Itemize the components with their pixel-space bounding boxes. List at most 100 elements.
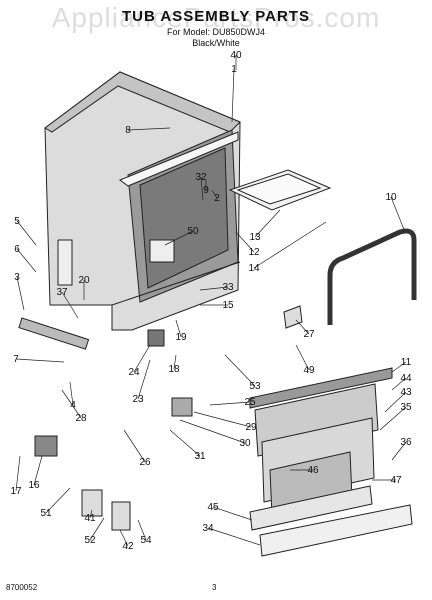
callout-28: 28 bbox=[75, 413, 87, 424]
callout-47: 47 bbox=[390, 475, 402, 486]
callout-23: 23 bbox=[132, 394, 144, 405]
leader-line-23 bbox=[137, 359, 151, 400]
bracket-41 bbox=[81, 489, 103, 517]
callout-46: 46 bbox=[307, 465, 319, 476]
callout-layer: 4018329256337205074281312141033152749191… bbox=[10, 50, 412, 552]
leader-line-33 bbox=[199, 286, 229, 291]
leader-line-42 bbox=[119, 529, 129, 547]
leader-line-14 bbox=[253, 221, 327, 269]
leader-line-3 bbox=[16, 276, 25, 311]
callout-25: 25 bbox=[244, 397, 256, 408]
callout-54: 54 bbox=[140, 535, 152, 546]
callout-10: 10 bbox=[385, 192, 397, 203]
top-plate bbox=[228, 169, 332, 211]
rail-3 bbox=[18, 317, 90, 350]
watermark: AppliancePartsPros.com bbox=[51, 2, 381, 33]
model-subtitle: For Model: DU850DWJ4 bbox=[166, 27, 266, 37]
leader-line-17 bbox=[15, 455, 21, 492]
callout-16: 16 bbox=[28, 480, 40, 491]
leader-line-25 bbox=[209, 401, 251, 406]
callout-36: 36 bbox=[400, 437, 412, 448]
callout-35: 35 bbox=[400, 402, 412, 413]
color-subtitle: Black/White bbox=[192, 38, 240, 48]
callout-7: 7 bbox=[13, 354, 19, 365]
leader-line-50 bbox=[164, 230, 194, 246]
leader-line-41 bbox=[89, 509, 93, 519]
callout-44: 44 bbox=[400, 373, 412, 384]
door-panels bbox=[249, 367, 413, 557]
leader-line-45 bbox=[212, 506, 253, 521]
leader-line-27 bbox=[295, 319, 310, 335]
callout-12: 12 bbox=[248, 247, 260, 258]
document-number: 8700052 bbox=[6, 583, 38, 592]
callout-45: 45 bbox=[207, 502, 219, 513]
bracket-27 bbox=[283, 305, 303, 329]
leader-line-35 bbox=[379, 406, 407, 431]
tub-assembly bbox=[44, 71, 241, 331]
leader-line-4 bbox=[69, 381, 74, 406]
callout-37: 37 bbox=[56, 287, 68, 298]
callout-40: 40 bbox=[230, 50, 242, 61]
callout-5: 5 bbox=[14, 216, 20, 227]
callout-50: 50 bbox=[187, 226, 199, 237]
leader-line-10 bbox=[390, 196, 406, 233]
leader-line-54 bbox=[137, 519, 147, 541]
callout-52: 52 bbox=[84, 535, 96, 546]
callout-51: 51 bbox=[40, 508, 52, 519]
callout-4: 4 bbox=[70, 400, 76, 411]
leader-line-19 bbox=[175, 319, 182, 338]
page-number: 3 bbox=[212, 583, 217, 592]
leader-line-2 bbox=[211, 189, 218, 199]
callout-11: 11 bbox=[401, 357, 412, 368]
leader-line-28 bbox=[61, 389, 82, 419]
leader-line-6 bbox=[16, 248, 37, 273]
callout-1: 1 bbox=[231, 64, 237, 75]
callout-42: 42 bbox=[122, 541, 134, 552]
leader-line-43 bbox=[384, 391, 407, 413]
leader-line-36 bbox=[391, 441, 407, 461]
leader-line-13 bbox=[254, 209, 281, 238]
callout-14: 14 bbox=[248, 263, 260, 274]
bracket-29 bbox=[171, 397, 193, 417]
callout-18: 18 bbox=[168, 364, 180, 375]
callout-27: 27 bbox=[303, 329, 315, 340]
callout-13: 13 bbox=[249, 232, 261, 243]
leader-line-1 bbox=[231, 68, 235, 123]
callout-43: 43 bbox=[400, 387, 412, 398]
leader-line-53 bbox=[224, 354, 256, 387]
callout-20: 20 bbox=[78, 275, 90, 286]
leader-line-32 bbox=[200, 176, 204, 201]
callout-2: 2 bbox=[214, 193, 220, 204]
leader-line-16 bbox=[33, 455, 43, 486]
callout-53: 53 bbox=[249, 381, 261, 392]
callout-24: 24 bbox=[128, 367, 140, 378]
callout-29: 29 bbox=[245, 422, 257, 433]
leader-line-30 bbox=[179, 419, 246, 444]
page-title: TUB ASSEMBLY PARTS bbox=[121, 8, 311, 25]
callout-31: 31 bbox=[194, 451, 206, 462]
leader-line-8 bbox=[127, 127, 171, 131]
callout-19: 19 bbox=[175, 332, 187, 343]
leader-line-37 bbox=[61, 291, 79, 319]
leader-line-52 bbox=[89, 517, 105, 541]
leader-line-31 bbox=[169, 429, 201, 457]
callout-8: 8 bbox=[125, 125, 131, 136]
part-24 bbox=[147, 329, 165, 347]
callout-6: 6 bbox=[14, 244, 20, 255]
leader-line-29 bbox=[193, 411, 252, 428]
callout-33: 33 bbox=[222, 282, 234, 293]
callout-15: 15 bbox=[222, 300, 234, 311]
leader-line-12 bbox=[235, 231, 255, 253]
leader-line-49 bbox=[295, 344, 310, 371]
leader-line-5 bbox=[16, 220, 37, 246]
callout-34: 34 bbox=[202, 523, 214, 534]
leader-line-26 bbox=[123, 429, 146, 463]
callout-3: 3 bbox=[14, 272, 20, 283]
callout-32: 32 bbox=[195, 172, 207, 183]
leader-line-11 bbox=[391, 361, 407, 373]
callout-9: 9 bbox=[203, 185, 209, 196]
leader-line-7 bbox=[15, 358, 65, 363]
bracket-16 bbox=[34, 435, 58, 457]
callout-17: 17 bbox=[10, 486, 22, 497]
